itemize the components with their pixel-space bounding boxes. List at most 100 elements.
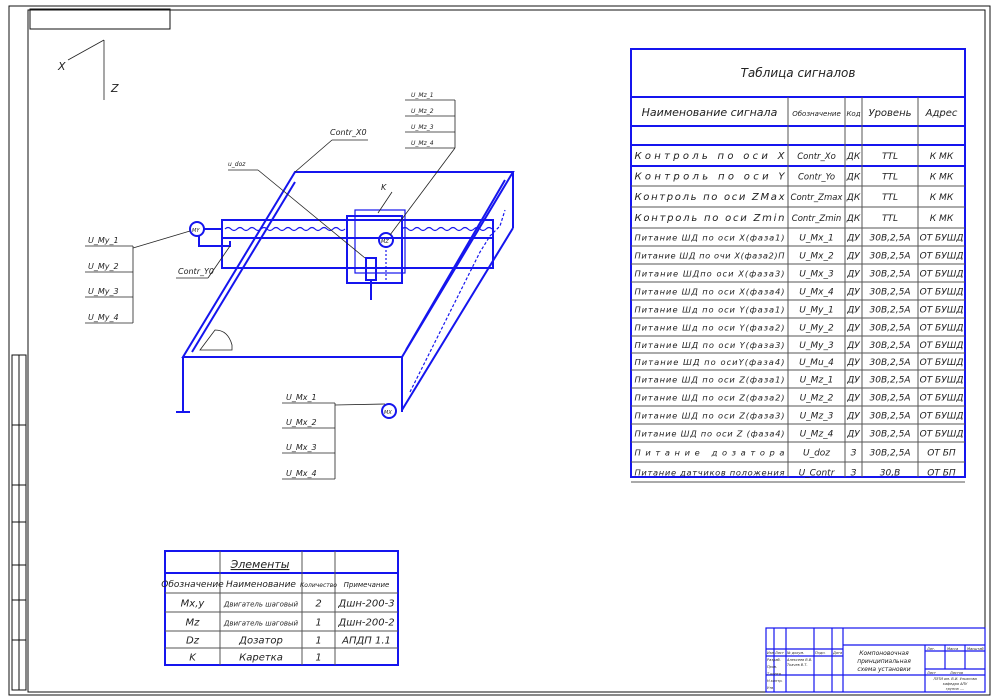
signal-table-cell: ДУ <box>846 394 860 404</box>
drawing-title-line: принципиальная <box>857 658 911 665</box>
signal-table-cell: Contr_Yo <box>798 173 835 183</box>
elements-table-cell: Двигатель шаговый <box>223 620 299 628</box>
left-margin-stamp <box>11 354 27 691</box>
signal-table-cell: U_Mx_4 <box>799 288 834 298</box>
signal-table-cell: ДУ <box>846 412 860 422</box>
motor-z-label: MZ <box>381 239 389 245</box>
signal-table-cell: ОТ БП <box>927 449 956 459</box>
signal-table-cell: Contr_Xo <box>797 152 836 162</box>
elements-table-cell: Дшн-200-3 <box>337 599 394 610</box>
contr-x-label: Contr_X0 <box>330 128 367 137</box>
signal-table-cell: Питание ШД по оси Z(фаза3) <box>635 411 785 421</box>
signal-table-header: Уровень <box>868 108 911 119</box>
signal-table-cell: U_Contr <box>799 469 836 479</box>
signal-table-cell: ДУ <box>846 252 860 262</box>
signal-table-cell: Питание ШД по оси X(фаза1) <box>635 233 785 243</box>
signal-table-cell: Питание ШД по оси Z(фаза2) <box>635 393 785 403</box>
signal-table-cell: U_My_3 <box>799 341 834 351</box>
title-block-lit-header: Масштаб <box>967 647 984 651</box>
signal-table-cell: ОТ БУШД <box>920 324 964 334</box>
signal-table-cell: 30В,2,5А <box>870 412 911 422</box>
signal-table-cell: ОТ БУШД <box>920 252 964 262</box>
motor-y-label: MY <box>192 228 200 234</box>
signal-table-cell: U_Mz_4 <box>800 430 834 440</box>
signal-table-cell: 30В,2,5А <box>870 234 911 244</box>
signal-table-cell: Питание дозатора <box>635 448 785 458</box>
elements-table-cell: Dz <box>186 636 200 647</box>
title-block-lit-header: Масса <box>947 647 958 651</box>
signal-table-cell: ДУ <box>846 341 860 351</box>
dispenser-tray <box>199 329 233 351</box>
elements-table-cell: 1 <box>315 618 321 629</box>
signal-table-cell: ДК <box>846 152 861 162</box>
signal-table-cell: 30В,2,5А <box>870 306 911 316</box>
signal-table-cell: З <box>851 449 857 459</box>
leader-lines <box>132 139 456 406</box>
my-signal-bus: U_My_1 U_My_2 U_My_3 U_My_4 <box>85 236 134 324</box>
signal-table-cell: U_Mz_3 <box>800 412 834 422</box>
elements-table-cell: 1 <box>315 653 321 664</box>
signal-table-title: Таблица сигналов <box>741 66 856 80</box>
signal-table-cell: 30В,2,5А <box>870 358 911 368</box>
motor-x-label: MX <box>384 410 392 416</box>
signal-table-cell: 30В,2,5А <box>870 394 911 404</box>
signal-table-cell: ДУ <box>846 358 860 368</box>
signal-table-cell: 30В,2,5А <box>870 252 911 262</box>
signal-table-cell: Питание ШД по очи X(фаза2)П <box>635 251 786 261</box>
signal-table-header: Адрес <box>925 108 958 119</box>
title-block-role: Н.контр. <box>767 679 783 683</box>
title-block-col-header: № докум. <box>786 651 804 655</box>
signal-table-cell: 30В,2,5А <box>870 449 911 459</box>
signal-table-cell: Contr_Zmin <box>792 214 841 224</box>
elements-table-header: Обозначение <box>161 580 224 590</box>
signal-table-cell: Контроль по оси ZMax <box>635 192 785 203</box>
title-block-name: Ткачев В.Т. <box>787 663 808 667</box>
signal-table-cell: U_Mz_2 <box>800 394 834 404</box>
title-block-role: Утв. <box>767 686 774 690</box>
mx-signal-bus: U_Mx_1 U_Mx_2 U_Mx_3 U_Mx_4 <box>282 393 336 480</box>
my-signal-3: U_My_3 <box>88 287 119 296</box>
signal-table-cell: TTL <box>882 193 898 203</box>
signal-table-cell: ОТ БУШД <box>920 412 964 422</box>
signal-table-cell: ОТ БУШД <box>920 430 964 440</box>
signal-table-cell: Питание ШД по осиY(фаза4) <box>635 357 785 367</box>
signal-table-cell: U_My_2 <box>799 324 834 334</box>
axis-z-label: Z <box>110 82 119 95</box>
signal-table-cell: TTL <box>882 173 898 183</box>
elements-table-cell: Mz <box>186 618 201 629</box>
signal-table-cell: ОТ БУШД <box>920 376 964 386</box>
title-block-role: Т.контр. <box>767 672 782 676</box>
signal-table-cell: U_Mx_1 <box>799 234 833 244</box>
carriage <box>346 209 406 300</box>
contr-y-label: Contr_Y0 <box>178 267 214 276</box>
signal-table-cell: U_doz <box>803 449 830 459</box>
signal-table-cell: U_Mz_1 <box>800 376 834 386</box>
elements-table-header: Примечание <box>344 581 390 589</box>
signal-table-cell: Питание ШД по оси X(фаза4) <box>635 287 785 297</box>
mx-signal-2: U_Mx_2 <box>286 418 317 427</box>
my-signal-1: U_My_1 <box>88 236 119 245</box>
signal-table-cell: ОТ БУШД <box>920 306 964 316</box>
signal-table-cell: ДУ <box>846 376 860 386</box>
mz-signal-4: U_Mz_4 <box>411 140 434 147</box>
signal-table-cell: Питание ШД по оси Z (фаза4) <box>635 429 785 439</box>
signal-table-header: Наименование сигнала <box>642 106 778 119</box>
signal-table-cell: ОТ БУШД <box>920 288 964 298</box>
signal-table-cell: Питание Шд по оси Y(фаза1) <box>635 305 785 315</box>
signal-table-cell: К МК <box>930 152 954 162</box>
mx-signal-1: U_Mx_1 <box>286 393 317 402</box>
elements-table-cell: Дозатор <box>238 636 283 647</box>
mz-signal-2: U_Mz_2 <box>411 108 434 115</box>
signal-table-cell: ДК <box>846 193 861 203</box>
signal-table-cell: 30В,2,5А <box>870 270 911 280</box>
signal-table-cell: З <box>851 469 857 479</box>
title-block-col-header: Лист <box>774 651 785 655</box>
elements-table-cell: Mx,y <box>181 599 206 610</box>
title-block-name: Алексеев В.В. <box>786 658 812 662</box>
title-block-sheets: Листов <box>949 671 963 675</box>
elements-table-header: Наименование <box>226 580 296 590</box>
motor-x: MX <box>381 403 397 419</box>
title-block-org: группа .... <box>946 687 964 691</box>
signal-table-cell: Питание ШД по оси Z(фаза1) <box>635 375 785 385</box>
